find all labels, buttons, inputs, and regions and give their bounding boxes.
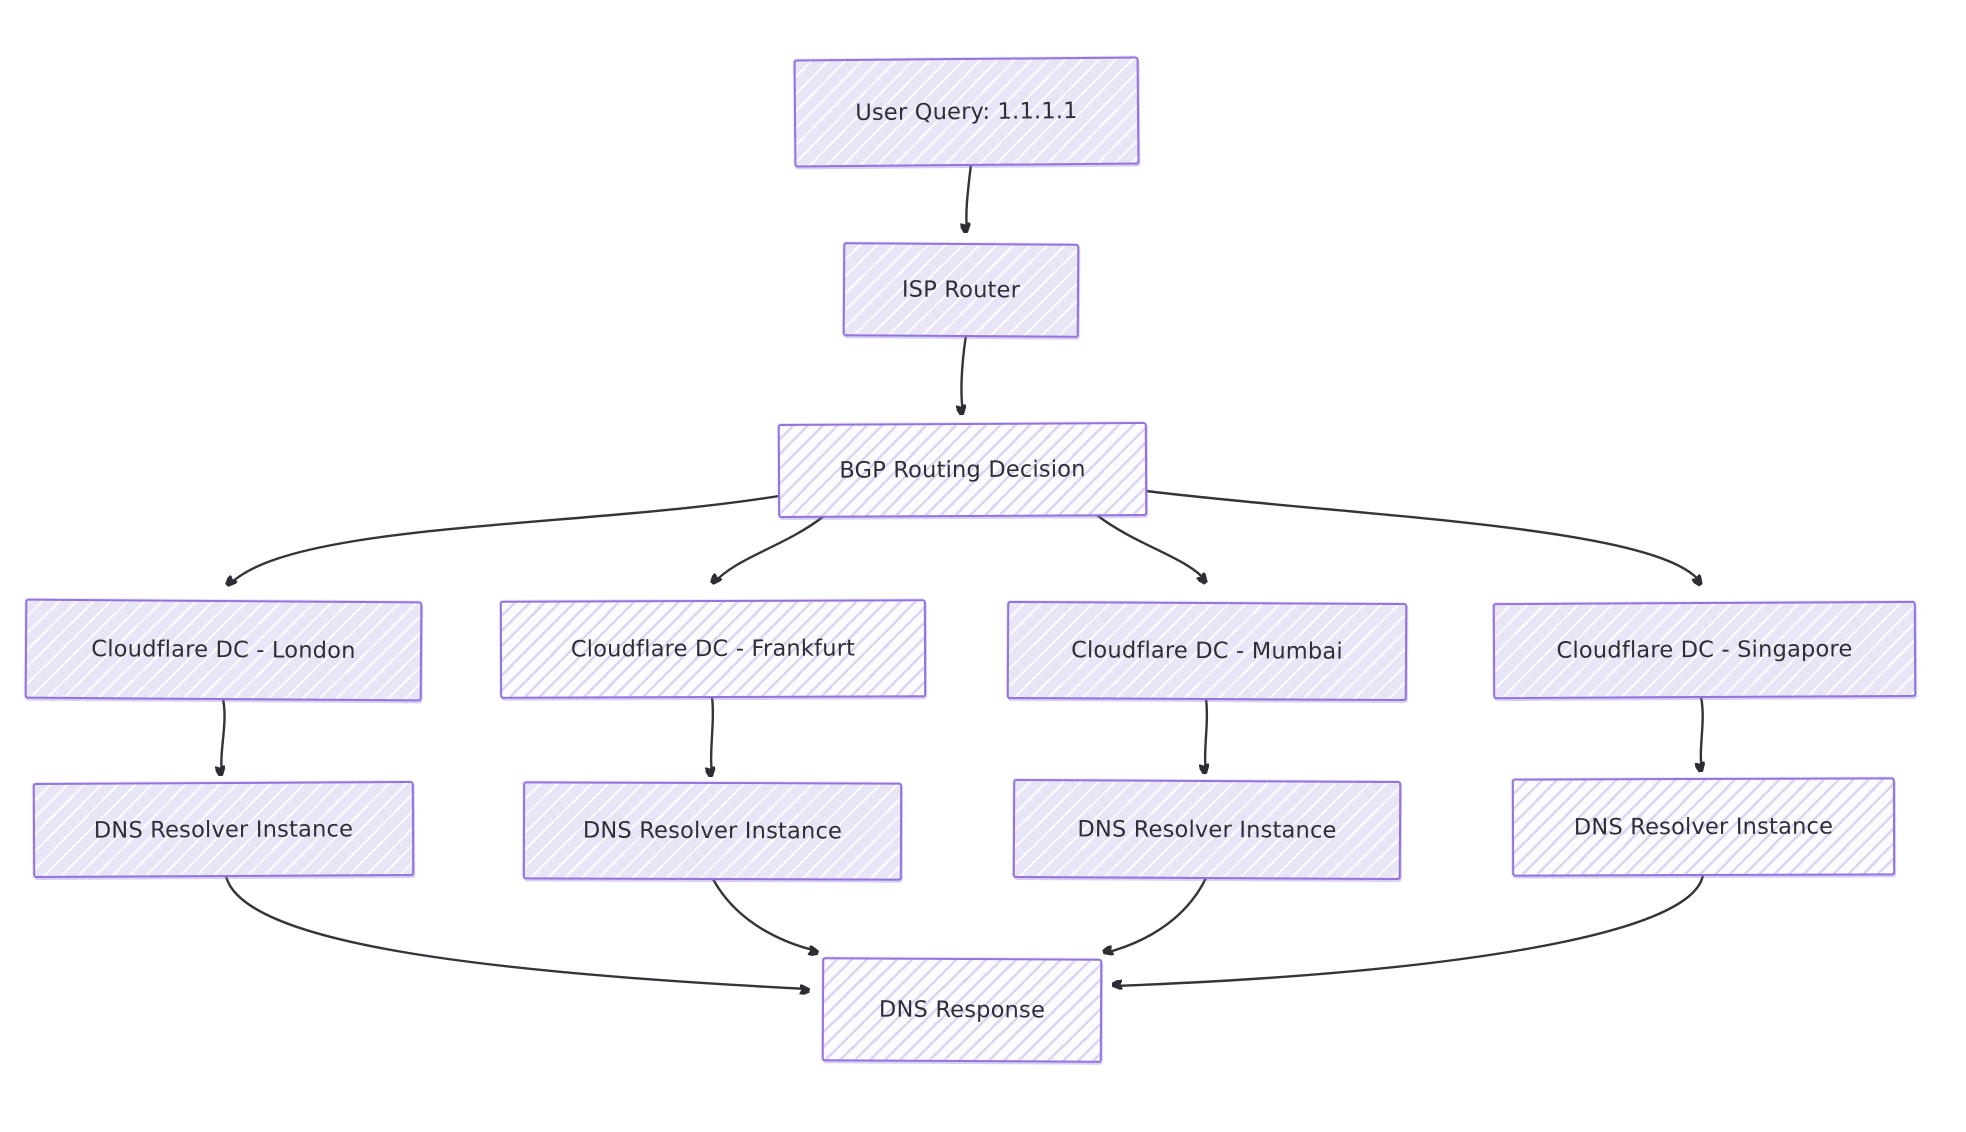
edge-resolver-singapore-to-dns-response (1114, 873, 1705, 986)
node-resolver-mumbai: DNS Resolver Instance (1012, 778, 1402, 881)
node-isp-router: ISP Router (842, 242, 1080, 338)
edge-dc-mumbai-to-resolver (1205, 697, 1207, 772)
node-label: ISP Router (901, 276, 1021, 304)
edge-bgp-to-dc-frankfurt (714, 514, 826, 583)
edge-dc-singapore-to-resolver (1701, 695, 1703, 770)
node-label: Cloudflare DC - Frankfurt (570, 635, 856, 663)
node-resolver-london: DNS Resolver Instance (32, 781, 415, 878)
node-dc-singapore: Cloudflare DC - Singapore (1492, 600, 1917, 700)
edge-resolver-frankfurt-to-dns-response (711, 877, 817, 951)
edge-dc-london-to-resolver (221, 697, 224, 774)
node-label: User Query: 1.1.1.1 (855, 98, 1078, 126)
node-user-query: User Query: 1.1.1.1 (793, 56, 1140, 168)
node-label: DNS Response (878, 996, 1046, 1024)
node-label: DNS Resolver Instance (1077, 815, 1337, 844)
edge-bgp-to-dc-singapore (1144, 489, 1701, 583)
node-dc-mumbai: Cloudflare DC - Mumbai (1006, 600, 1408, 702)
node-label: Cloudflare DC - Mumbai (1071, 637, 1343, 665)
node-bgp-routing: BGP Routing Decision (777, 422, 1148, 518)
edge-resolver-london-to-dns-response (224, 874, 808, 989)
node-resolver-singapore: DNS Resolver Instance (1511, 777, 1896, 877)
node-label: Cloudflare DC - London (91, 636, 356, 664)
node-label: DNS Resolver Instance (582, 817, 843, 845)
edge-user-query-to-isp-router (966, 162, 973, 231)
node-dns-response: DNS Response (821, 957, 1103, 1063)
node-label: BGP Routing Decision (839, 456, 1086, 484)
node-dc-london: Cloudflare DC - London (24, 598, 423, 702)
node-label: DNS Resolver Instance (1573, 813, 1834, 841)
node-dc-frankfurt: Cloudflare DC - Frankfurt (499, 599, 927, 699)
edge-isp-router-to-bgp (962, 333, 966, 413)
edge-resolver-mumbai-to-dns-response (1105, 876, 1208, 953)
edge-bgp-to-dc-mumbai (1096, 514, 1206, 581)
node-label: DNS Resolver Instance (93, 815, 354, 844)
edge-bgp-to-dc-london (229, 494, 781, 585)
node-label: Cloudflare DC - Singapore (1556, 636, 1853, 664)
node-resolver-frankfurt: DNS Resolver Instance (522, 781, 903, 881)
edge-dc-frankfurt-to-resolver (711, 695, 713, 775)
